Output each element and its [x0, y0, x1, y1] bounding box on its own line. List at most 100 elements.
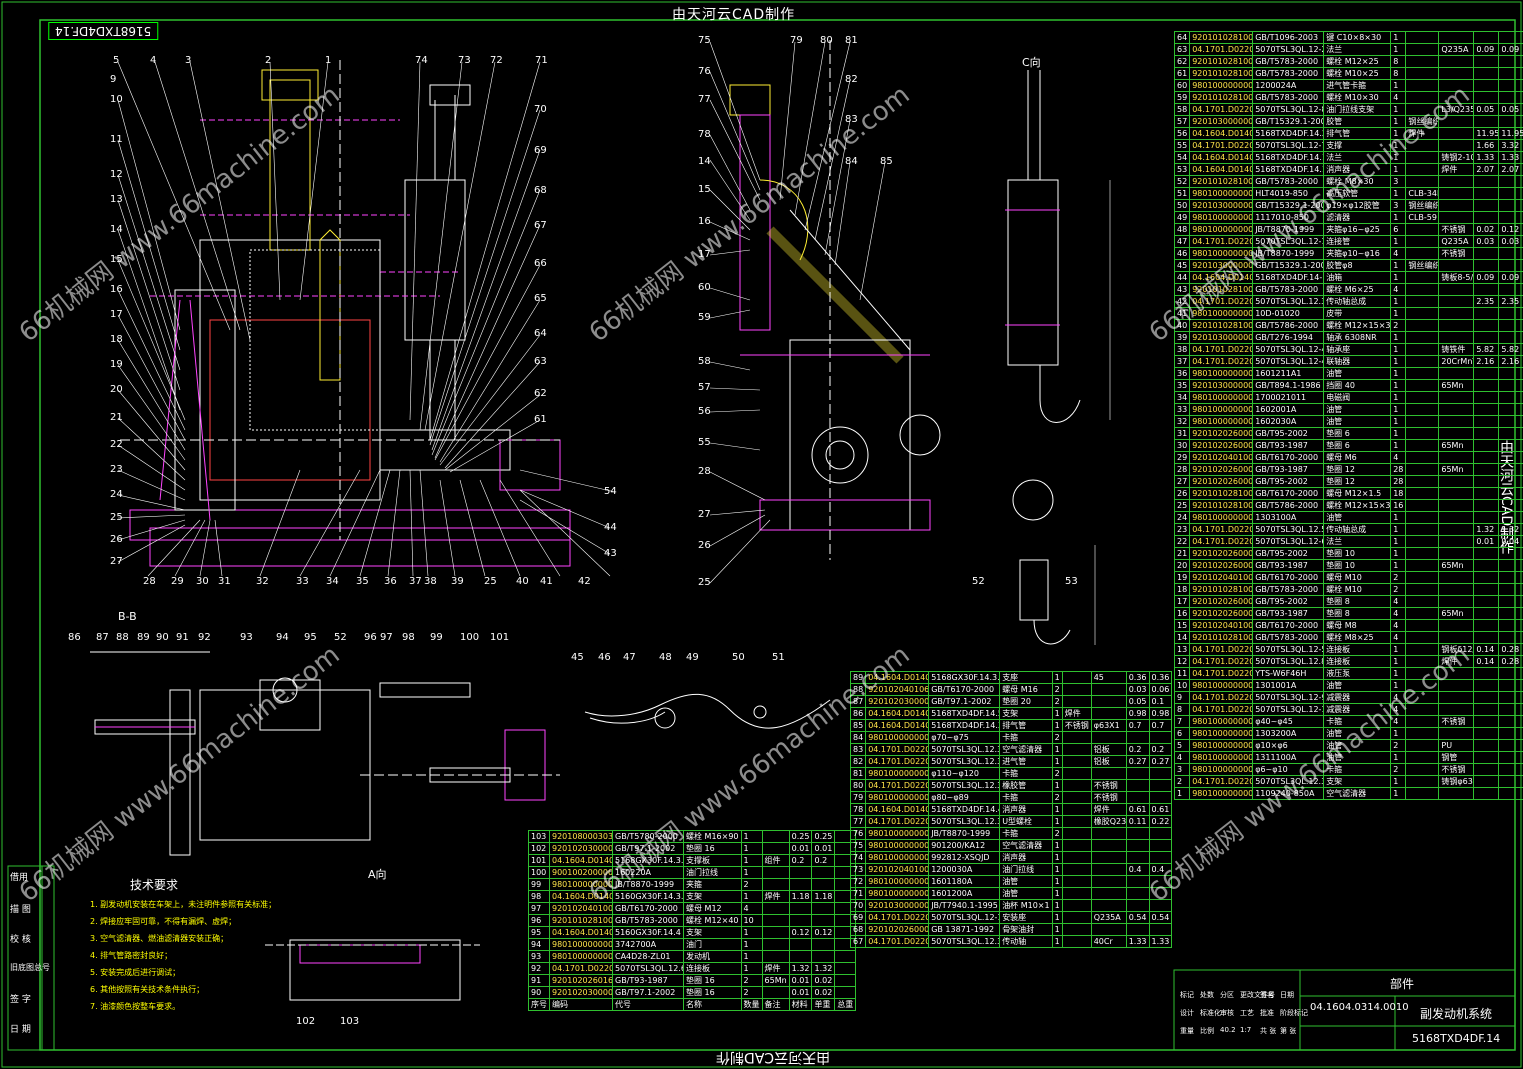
table-cell: 23	[1173, 523, 1191, 536]
table-cell: GB/T5783-2000	[1252, 91, 1325, 104]
callout-number: 94	[276, 632, 289, 643]
table-cell	[1405, 451, 1440, 464]
table-cell: 1	[1390, 331, 1407, 344]
table-cell: 1	[740, 938, 763, 951]
callout-number: 43	[604, 548, 617, 559]
callout-number: 96	[364, 632, 377, 643]
tech-req-line: 1. 副发动机安装在车架上，未注明件参照有关标准；	[90, 900, 277, 909]
table-cell: 37	[1173, 355, 1191, 368]
table-cell	[1090, 707, 1127, 720]
table-cell	[1473, 571, 1500, 584]
table-cell	[1090, 887, 1127, 900]
table-cell: 5.82	[1498, 343, 1523, 356]
table-cell	[1405, 223, 1440, 236]
table-cell	[1473, 259, 1500, 272]
table-cell: 92010203000016	[549, 986, 613, 999]
table-cell	[1090, 767, 1127, 780]
table-cell: 1.32	[1473, 523, 1500, 536]
left-block-label: 旧底图总号	[10, 963, 50, 972]
table-row: 10104.1604.D01400015168GX30F.14.3.2支撑板1组…	[528, 854, 857, 867]
table-cell: 2.07	[1498, 163, 1523, 176]
table-cell: 垫圈 6	[1323, 427, 1392, 440]
table-cell: 2	[1390, 319, 1407, 332]
callout-number: 95	[304, 632, 317, 643]
drawing-code: 5168TXD4DF.14	[1412, 1032, 1501, 1045]
table-cell	[1498, 67, 1523, 80]
table-cell: 1	[1390, 343, 1407, 356]
table-cell: PU	[1438, 739, 1475, 752]
table-cell: 76	[849, 827, 867, 840]
table-row: 36980100000000361601211A1油管1	[1173, 367, 1523, 380]
table-row: 24980100000000241303100A油管1	[1173, 511, 1523, 524]
table-cell: 5168TXD4DF.14.3	[928, 719, 1001, 732]
table-cell: 螺栓 M12×25	[1323, 55, 1392, 68]
callout-number: 100	[460, 632, 480, 643]
table-cell	[1125, 731, 1150, 744]
table-cell: 皮带	[1323, 307, 1392, 320]
table-cell: 1602030A	[1252, 415, 1325, 428]
table-cell: 92010102810001	[549, 914, 613, 927]
table-cell: 0.01	[788, 974, 813, 987]
table-cell: 螺栓 M8×25	[1323, 631, 1392, 644]
table-cell: JB/T8870-1999	[928, 827, 1001, 840]
table-cell: 2	[1051, 731, 1063, 744]
table-cell: 92010202600021	[1189, 547, 1254, 560]
table-cell: 发动机	[683, 950, 742, 963]
table-cell: 47	[1173, 235, 1191, 248]
callout-number: 59	[698, 312, 711, 323]
table-row: 1304.1701.D02200175070TSL3QL.12-5连接板1钢板δ…	[1173, 643, 1523, 656]
callout-number: 47	[623, 652, 636, 663]
table-cell: 102	[528, 842, 550, 855]
table-cell: 94	[528, 938, 550, 951]
table-cell: 92010800030302	[549, 830, 613, 843]
table-cell: 0.05	[1125, 695, 1150, 708]
table-row: 8504.1604.D01400065168TXD4DF.14.3排气管1不锈钢…	[849, 719, 1173, 732]
table-cell	[1473, 187, 1500, 200]
callout-number: 17	[110, 309, 123, 320]
table-cell: 0.25	[811, 830, 836, 843]
table-cell	[1438, 295, 1475, 308]
callout-number: 63	[534, 356, 547, 367]
callout-number: 49	[686, 652, 699, 663]
callout-number: 5	[113, 55, 120, 66]
table-cell: GB/T97.1-2002	[612, 986, 684, 999]
table-cell: 98010000000024	[1189, 511, 1254, 524]
table-cell: 1	[740, 830, 763, 843]
left-block-frame	[7, 865, 55, 1051]
table-cell: 5070TSL3QL.12.6	[612, 962, 684, 975]
table-cell	[1473, 115, 1500, 128]
callout-number: 45	[571, 652, 584, 663]
table-cell	[1498, 379, 1523, 392]
table-cell: 0.14	[1473, 643, 1500, 656]
table-cell: 48	[1173, 223, 1191, 236]
table-cell: GB/T1096-2003	[1252, 31, 1325, 44]
table-cell: 04.1701.D0220017	[1189, 643, 1254, 656]
callout-number: 84	[845, 156, 858, 167]
table-cell: 99	[528, 878, 550, 891]
callout-number: 93	[240, 632, 253, 643]
table-cell	[1498, 559, 1523, 572]
table-cell: 31	[1173, 427, 1191, 440]
table-cell	[1405, 535, 1440, 548]
table-cell: 进气管卡箍	[1323, 79, 1392, 92]
table-cell: 98010000000049	[1189, 211, 1254, 224]
table-cell: 1	[1051, 935, 1063, 948]
table-cell: 5070TSL3QL.12-4	[1252, 355, 1325, 368]
table-cell: 11	[1173, 667, 1191, 680]
table-cell: 04.1701.D0220004	[865, 779, 930, 792]
table-cell: 电磁阀	[1323, 391, 1392, 404]
table-cell: 5.82	[1473, 343, 1500, 356]
table-cell	[761, 950, 790, 963]
table-cell	[1405, 607, 1440, 620]
table-cell	[834, 962, 857, 975]
table-cell: Q235A	[1438, 43, 1475, 56]
table-cell: 联轴器	[1323, 355, 1392, 368]
callout-number: 102	[296, 1016, 316, 1027]
